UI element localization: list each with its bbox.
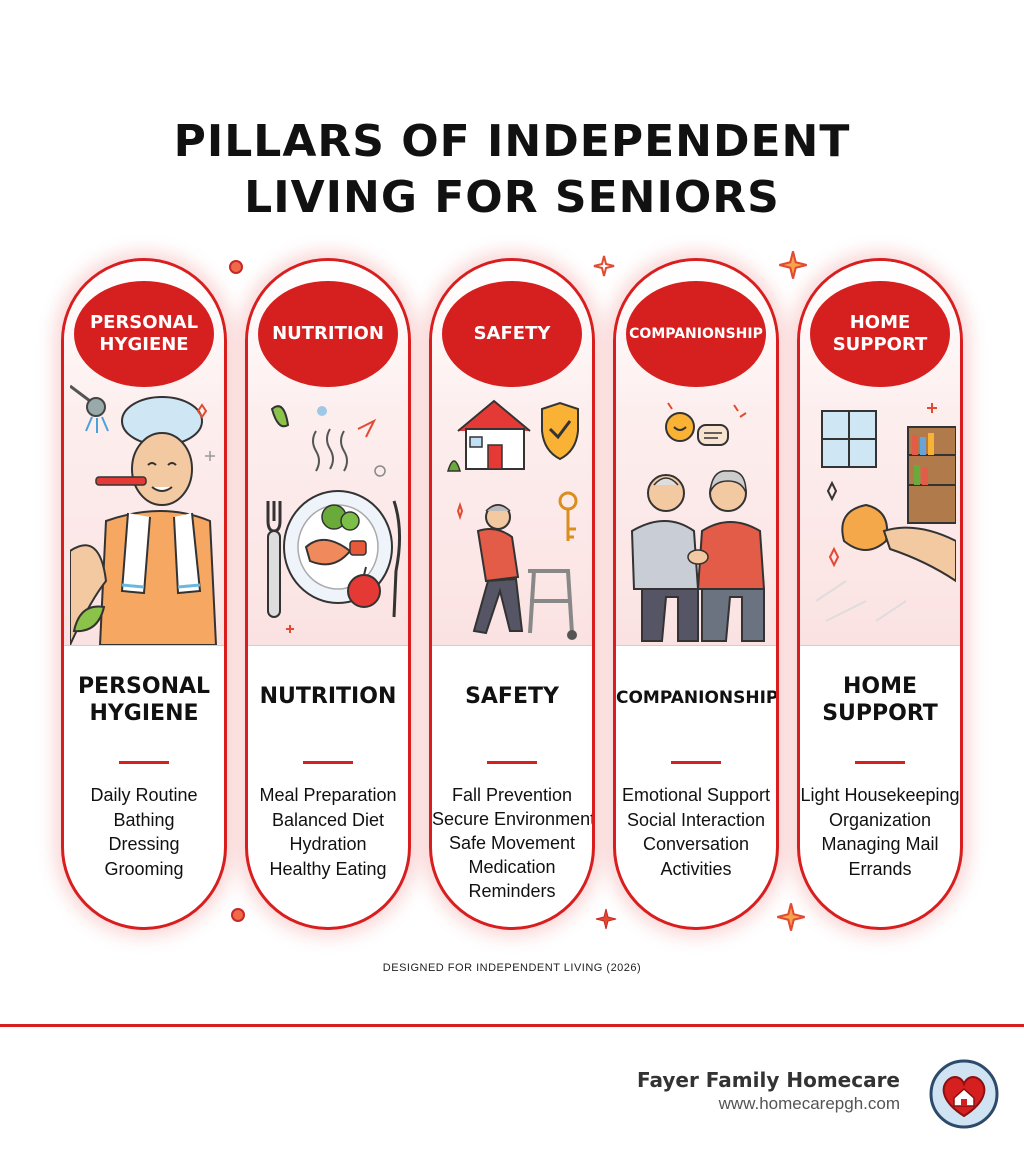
pillar-divider [616, 645, 776, 646]
list-item: Fall Prevention [451, 785, 573, 805]
pillar-divider [800, 645, 960, 646]
heart-house-icon [929, 1059, 999, 1129]
pillar-title-line-1: COMPANIONSHIP [616, 688, 779, 708]
pillar-badge: NUTRITION [258, 281, 398, 387]
list-item: Light Housekeeping [800, 785, 960, 805]
list-item: Medication [468, 857, 556, 877]
list-item: Organization [828, 809, 932, 830]
list-item: Safe Movement [448, 833, 576, 853]
pillar-rule [671, 761, 721, 764]
pillar-home-support: HOME SUPPORT HOME SUPPORT Light Housekee… [797, 258, 963, 930]
pillar-items: Fall Prevention Secure Environment Safe … [432, 783, 592, 903]
pillar-badge: HOME SUPPORT [810, 281, 950, 387]
pillar-items: Daily Routine Bathing Dressing Grooming [64, 783, 224, 881]
list-item: Activities [660, 858, 732, 879]
pillar-items: Light Housekeeping Organization Managing… [800, 783, 960, 881]
list-item: Dressing [108, 834, 180, 854]
pillar-title-line-1: NUTRITION [259, 684, 397, 709]
pillar-divider [248, 645, 408, 646]
footer-divider [0, 1024, 1024, 1027]
pillar-rule [487, 761, 537, 764]
decor-dot [231, 908, 245, 922]
pillar-nutrition: NUTRITION NUTRITION Meal Preparation Bal… [245, 258, 411, 930]
pillar-title-line-2: SUPPORT [822, 701, 938, 726]
footer-note: DESIGNED FOR INDEPENDENT LIVING (2026) [382, 962, 642, 974]
pillar-title: PERSONAL HYGIENE [64, 673, 224, 727]
list-item: Grooming [104, 858, 184, 879]
pillar-items: Meal Preparation Balanced Diet Hydration… [248, 783, 408, 881]
pillar-divider [432, 645, 592, 646]
sparkle-icon [595, 908, 617, 930]
pillar-title-line-1: PERSONAL [77, 674, 211, 699]
pillar-title-line-2: HYGIENE [89, 701, 199, 726]
pillar-badge: PERSONAL HYGIENE [74, 281, 214, 387]
list-item: Balanced Diet [271, 809, 385, 830]
list-item: Reminders [468, 881, 556, 901]
healthy-meal-plate-icon [266, 405, 402, 633]
pillar-title: HOME SUPPORT [800, 673, 960, 727]
brand-name: Fayer Family Homecare [637, 1068, 900, 1092]
list-item: Conversation [642, 834, 750, 854]
pillar-title: COMPANIONSHIP [616, 685, 776, 712]
page-title: PILLARS OF INDEPENDENT LIVING FOR SENIOR… [0, 114, 1024, 226]
list-item: Managing Mail [821, 834, 939, 854]
pillar-title-line-1: HOME [842, 674, 918, 699]
sparkle-icon [779, 251, 807, 279]
pillar-rule [119, 761, 169, 764]
sparkle-icon [777, 903, 805, 931]
pillar-title-line-1: SAFETY [465, 684, 559, 709]
pillar-badge: COMPANIONSHIP [626, 281, 766, 387]
pillar-safety: SAFETY SAFETY Fall Prevention Secure Env… [429, 258, 595, 930]
list-item: Emotional Support [621, 785, 771, 805]
title-line-2: LIVING FOR SENIORS [244, 172, 780, 223]
list-item: Daily Routine [90, 785, 198, 805]
pillar-personal-hygiene: PERSONAL HYGIENE PERSONAL HYGIENE Daily … [61, 258, 227, 930]
list-item: Social Interaction [626, 809, 766, 830]
list-item: Meal Preparation [259, 785, 397, 805]
list-item: Healthy Eating [269, 858, 387, 879]
list-item: Hydration [289, 834, 367, 854]
pillar-rule [855, 761, 905, 764]
seniors-holding-hands-icon [630, 402, 766, 642]
decor-dot [229, 260, 243, 274]
cleaning-sponge-icon [815, 403, 956, 622]
pillar-companionship: COMPANIONSHIP COMPANIONSHIP Emotional Su… [613, 258, 779, 930]
sparkle-icon [593, 255, 615, 277]
brand-url[interactable]: www.homecarepgh.com [718, 1094, 900, 1113]
title-line-1: PILLARS OF INDEPENDENT [173, 116, 851, 167]
pillar-rule [303, 761, 353, 764]
pillar-items: Emotional Support Social Interaction Con… [616, 783, 776, 881]
pillar-title: SAFETY [432, 683, 592, 710]
safe-home-walker-icon [446, 399, 579, 640]
pillar-title: NUTRITION [248, 683, 408, 710]
senior-brushing-teeth-icon [70, 384, 218, 645]
list-item: Bathing [113, 809, 175, 830]
list-item: Errands [848, 858, 912, 879]
pillar-divider [64, 645, 224, 646]
pillar-badge: SAFETY [442, 281, 582, 387]
list-item: Secure Environment [432, 809, 595, 829]
